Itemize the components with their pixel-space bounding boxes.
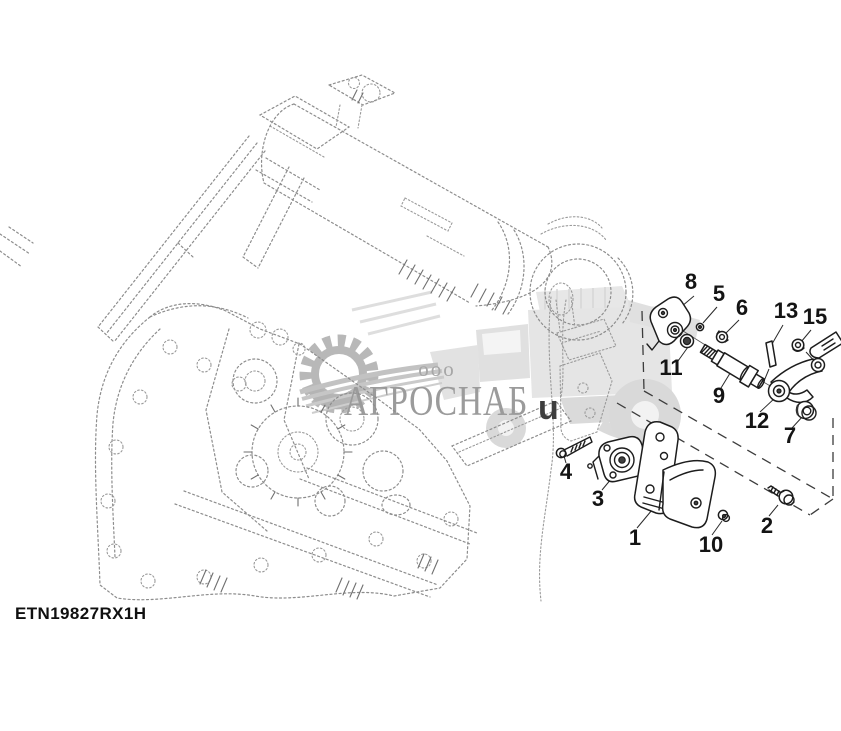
part-callout-13[interactable]: 13 [773, 298, 799, 323]
part-15-nut [791, 338, 805, 352]
part-callout-11[interactable]: 11 [659, 355, 683, 380]
part-callout-8[interactable]: 8 [684, 269, 698, 294]
part-callout-9[interactable]: 9 [712, 383, 726, 408]
part-callout-10[interactable]: 10 [698, 532, 724, 557]
overlay-char: u [538, 389, 559, 427]
hatch-marks [199, 89, 511, 600]
watermark-prefix: ооо [418, 357, 456, 381]
machine-drawing [0, 74, 634, 602]
bolt-holes [100, 321, 459, 589]
part-callout-5[interactable]: 5 [712, 281, 726, 306]
part-1-bracket [633, 420, 717, 529]
watermark-company-name: АГРОСНАБ [344, 379, 529, 425]
part-8-flange [646, 296, 692, 351]
part-12-lever [767, 357, 826, 404]
mounting-plane-boundary [616, 310, 834, 516]
part-9-shaft [699, 343, 766, 389]
part-callout-6[interactable]: 6 [735, 295, 749, 320]
drawing-code: ETN19827RX1H [15, 604, 147, 623]
part-11-bushing [679, 333, 695, 349]
part-callout-12[interactable]: 12 [744, 408, 770, 433]
control-rod [809, 331, 841, 359]
part-10-nut [717, 509, 731, 523]
part-6-nut [715, 330, 729, 344]
part-callout-2[interactable]: 2 [760, 513, 774, 538]
exploded-parts [555, 296, 841, 529]
part-3-sensor [587, 435, 648, 483]
part-4-bolt [555, 436, 593, 459]
part-callout-4[interactable]: 4 [559, 459, 573, 484]
part-callout-15[interactable]: 15 [802, 304, 828, 329]
part-13-pin [765, 340, 777, 368]
part-callout-3[interactable]: 3 [591, 486, 605, 511]
part-7-bushing [795, 400, 817, 421]
part-2-bolt [767, 485, 795, 506]
part-callout-1[interactable]: 1 [628, 525, 642, 550]
part-5-washer [695, 322, 705, 332]
harvester-icon [351, 286, 700, 451]
swoosh-icon [299, 362, 445, 414]
part-callout-7[interactable]: 7 [783, 423, 797, 448]
